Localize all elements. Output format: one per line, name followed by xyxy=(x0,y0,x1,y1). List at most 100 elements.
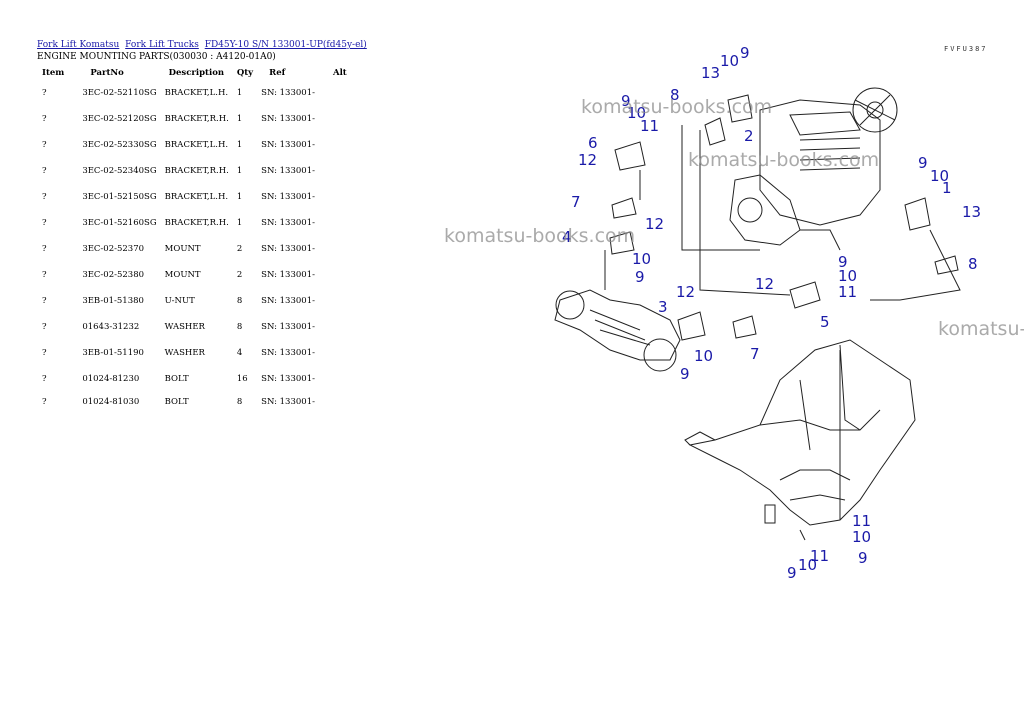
bracket-8-right xyxy=(934,255,959,275)
callout-4: 4 xyxy=(562,228,572,246)
cell-qty: 1 xyxy=(236,88,243,98)
table-row: ? 3EB-01-51380 U-NUT 8 SN: 133001- xyxy=(37,288,351,314)
table-row: ? 3EB-01-51190 WASHER 4 SN: 133001- xyxy=(37,340,351,366)
bracket-1 xyxy=(904,197,931,231)
table-header-row: Item PartNo Description Qty Ref Alt xyxy=(37,66,351,80)
cell-partno: 3EB-01-51190 xyxy=(82,348,144,358)
breadcrumb-link-fork-lift-komatsu[interactable]: Fork Lift Komatsu xyxy=(37,40,120,50)
cell-ref: SN: 133001- xyxy=(261,114,315,124)
header-ref: Ref xyxy=(269,68,286,78)
cell-qty: 16 xyxy=(236,374,248,384)
cell-partno: 01024-81230 xyxy=(82,374,140,384)
cell-ref: SN: 133001- xyxy=(261,140,315,150)
callout-9: 9 xyxy=(635,268,645,286)
cell-item: ? xyxy=(42,322,47,332)
bracket-6 xyxy=(614,141,646,171)
callout-12: 12 xyxy=(578,151,597,169)
callout-8: 8 xyxy=(968,255,978,273)
cell-ref: SN: 133001- xyxy=(261,192,315,202)
header-item: Item xyxy=(42,68,65,78)
cell-description: WASHER xyxy=(164,322,205,332)
cell-partno: 3EC-02-52110SG xyxy=(82,88,157,98)
cell-partno: 3EB-01-51380 xyxy=(82,296,144,306)
cell-partno: 3EC-02-52120SG xyxy=(82,114,157,124)
callout-10: 10 xyxy=(852,528,871,546)
table-row: ? 01024-81230 BOLT 16 SN: 133001- xyxy=(37,366,351,392)
breadcrumb-link-fork-lift-trucks[interactable]: Fork Lift Trucks xyxy=(125,40,199,50)
cell-qty: 2 xyxy=(236,270,243,280)
callout-10: 10 xyxy=(694,347,713,365)
bracket-7-lower xyxy=(732,315,757,339)
cell-ref: SN: 133001- xyxy=(261,166,315,176)
cell-ref: SN: 133001- xyxy=(261,348,315,358)
cell-description: MOUNT xyxy=(164,270,201,280)
callout-13: 13 xyxy=(701,64,720,82)
cell-qty: 1 xyxy=(236,140,243,150)
cell-qty: 8 xyxy=(236,397,243,407)
cell-qty: 1 xyxy=(236,192,243,202)
table-row: ? 3EC-02-52110SG BRACKET,L.H. 1 SN: 1330… xyxy=(37,80,351,106)
cell-description: BRACKET,R.H. xyxy=(164,218,229,228)
callout-12: 12 xyxy=(676,283,695,301)
cell-qty: 1 xyxy=(236,218,243,228)
cell-ref: SN: 133001- xyxy=(261,270,315,280)
table-row: ? 01024-81030 BOLT 8 SN: 133001- xyxy=(37,392,351,412)
cell-description: BRACKET,L.H. xyxy=(164,140,229,150)
callout-10: 10 xyxy=(930,167,949,185)
cell-item: ? xyxy=(42,374,47,384)
callout-10: 10 xyxy=(632,250,651,268)
cell-alt xyxy=(319,392,351,412)
cell-description: BRACKET,L.H. xyxy=(164,88,229,98)
callout-11: 11 xyxy=(852,512,871,530)
cell-partno: 01024-81030 xyxy=(82,397,140,407)
cell-item: ? xyxy=(42,192,47,202)
callout-7: 7 xyxy=(750,345,760,363)
cell-item: ? xyxy=(42,166,47,176)
cell-description: WASHER xyxy=(164,348,205,358)
cell-item: ? xyxy=(42,296,47,306)
cell-description: BRACKET,L.H. xyxy=(164,192,229,202)
table-row: ? 3EC-02-52340SG BRACKET,R.H. 1 SN: 1330… xyxy=(37,158,351,184)
callout-1: 1 xyxy=(942,179,952,197)
table-row: ? 3EC-02-52370 MOUNT 2 SN: 133001- xyxy=(37,236,351,262)
table-row: ? 3EC-02-52120SG BRACKET,R.H. 1 SN: 1330… xyxy=(37,106,351,132)
cell-item: ? xyxy=(42,88,47,98)
callout-13: 13 xyxy=(962,203,981,221)
callout-10: 10 xyxy=(627,104,646,122)
callout-12: 12 xyxy=(645,215,664,233)
exploded-parts-diagram: 9 10 13 8 2 9 10 11 6 12 7 12 4 10 9 9 1… xyxy=(554,44,981,582)
cell-description: BRACKET,R.H. xyxy=(164,114,229,124)
breadcrumb: Fork Lift Komatsu Fork Lift Trucks FD45Y… xyxy=(37,40,370,51)
table-row: ? 3EC-01-52150SG BRACKET,L.H. 1 SN: 1330… xyxy=(37,184,351,210)
callout-9: 9 xyxy=(740,44,750,62)
bracket-5 xyxy=(789,281,821,309)
cell-ref: SN: 133001- xyxy=(261,322,315,332)
cell-alt xyxy=(319,106,351,132)
cell-qty: 1 xyxy=(236,166,243,176)
cell-ref: SN: 133001- xyxy=(261,244,315,254)
callout-9: 9 xyxy=(858,549,868,567)
cell-ref: SN: 133001- xyxy=(261,374,315,384)
breadcrumb-link-model[interactable]: FD45Y-10 S/N 133001-UP(fd45y-el) xyxy=(204,40,367,50)
cell-item: ? xyxy=(42,270,47,280)
cell-ref: SN: 133001- xyxy=(261,296,315,306)
cell-qty: 8 xyxy=(236,322,243,332)
bracket-3 xyxy=(677,311,706,341)
cell-item: ? xyxy=(42,140,47,150)
cell-alt xyxy=(319,210,351,236)
cell-qty: 8 xyxy=(236,296,243,306)
cell-alt xyxy=(319,366,351,392)
cell-alt xyxy=(319,132,351,158)
cell-partno: 3EC-02-52340SG xyxy=(82,166,157,176)
cell-partno: 01643-31232 xyxy=(82,322,140,332)
callout-12: 12 xyxy=(755,275,774,293)
cell-partno: 3EC-02-52380 xyxy=(82,270,145,280)
callout-6: 6 xyxy=(588,134,598,152)
callout-11: 11 xyxy=(640,117,659,135)
cell-description: BOLT xyxy=(164,397,189,407)
callout-9: 9 xyxy=(838,253,848,271)
cell-ref: SN: 133001- xyxy=(261,397,315,407)
cell-partno: 3EC-02-52330SG xyxy=(82,140,157,150)
cell-alt xyxy=(319,262,351,288)
cell-item: ? xyxy=(42,244,47,254)
